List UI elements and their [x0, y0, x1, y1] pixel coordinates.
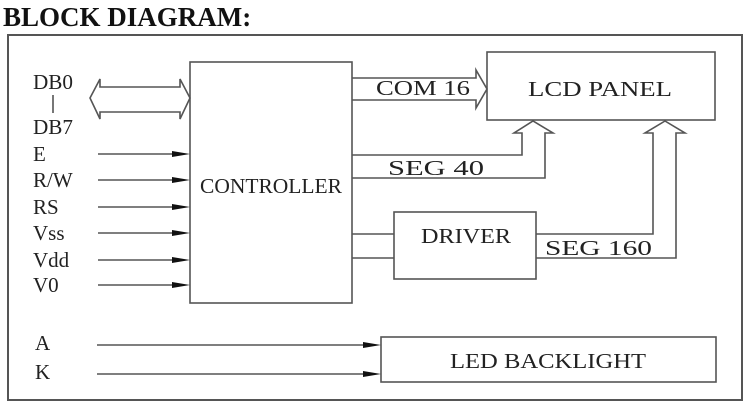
arrowhead-icon: [363, 371, 381, 377]
seg160-arrow-icon: [536, 120, 688, 259]
bidirectional-arrow-icon: [89, 78, 191, 120]
arrowhead-icon: [172, 177, 190, 183]
com-bus-arrow: COM 16: [352, 67, 488, 111]
com-arrow-icon: [352, 67, 488, 111]
led-backlight-box: [380, 336, 717, 383]
seg160-bus-arrow: SEG 160: [536, 120, 688, 260]
backlight-input-label-a: A: [35, 331, 51, 355]
input-label-rw: R/W: [33, 168, 73, 192]
outer-frame: [7, 34, 743, 401]
led-backlight-label: LED BACKLIGHT: [450, 349, 646, 373]
seg40-bus-arrow: SEG 40: [352, 120, 556, 180]
seg40-arrow-icon: [352, 120, 556, 179]
backlight-inputs: AK: [35, 331, 381, 384]
seg160-bus-label: SEG 160: [545, 236, 652, 260]
controller-label: CONTROLLER: [200, 174, 342, 198]
input-label-v0: V0: [33, 273, 59, 297]
data-bus-arrow: [89, 78, 191, 120]
controller-box: [189, 61, 353, 304]
controller-block: CONTROLLER: [189, 61, 353, 304]
input-label-db7: DB7: [33, 115, 73, 139]
arrowhead-icon: [172, 230, 190, 236]
arrowhead-icon: [172, 151, 190, 157]
input-label-e: E: [33, 142, 46, 166]
arrowhead-icon: [363, 342, 381, 348]
backlight-input-label-k: K: [35, 360, 50, 384]
com-bus-label: COM 16: [376, 76, 470, 100]
input-label-rs: RS: [33, 195, 59, 219]
arrowhead-icon: [172, 282, 190, 288]
seg40-bus-label: SEG 40: [388, 156, 484, 180]
input-label-vss: Vss: [33, 221, 65, 245]
led-backlight-block: LED BACKLIGHT: [380, 336, 717, 383]
input-label-vdd: Vdd: [33, 248, 70, 272]
arrowhead-icon: [172, 204, 190, 210]
lcd-panel-box: [486, 51, 716, 121]
driver-block: DRIVER: [393, 211, 537, 280]
input-label-db0: DB0: [33, 70, 73, 94]
diagram-title: BLOCK DIAGRAM:: [3, 2, 252, 32]
lcd-panel-label: LCD PANEL: [528, 77, 672, 101]
driver-label: DRIVER: [421, 224, 511, 248]
arrowhead-icon: [172, 257, 190, 263]
driver-box: [393, 211, 537, 280]
lcd-panel-block: LCD PANEL: [486, 51, 716, 121]
